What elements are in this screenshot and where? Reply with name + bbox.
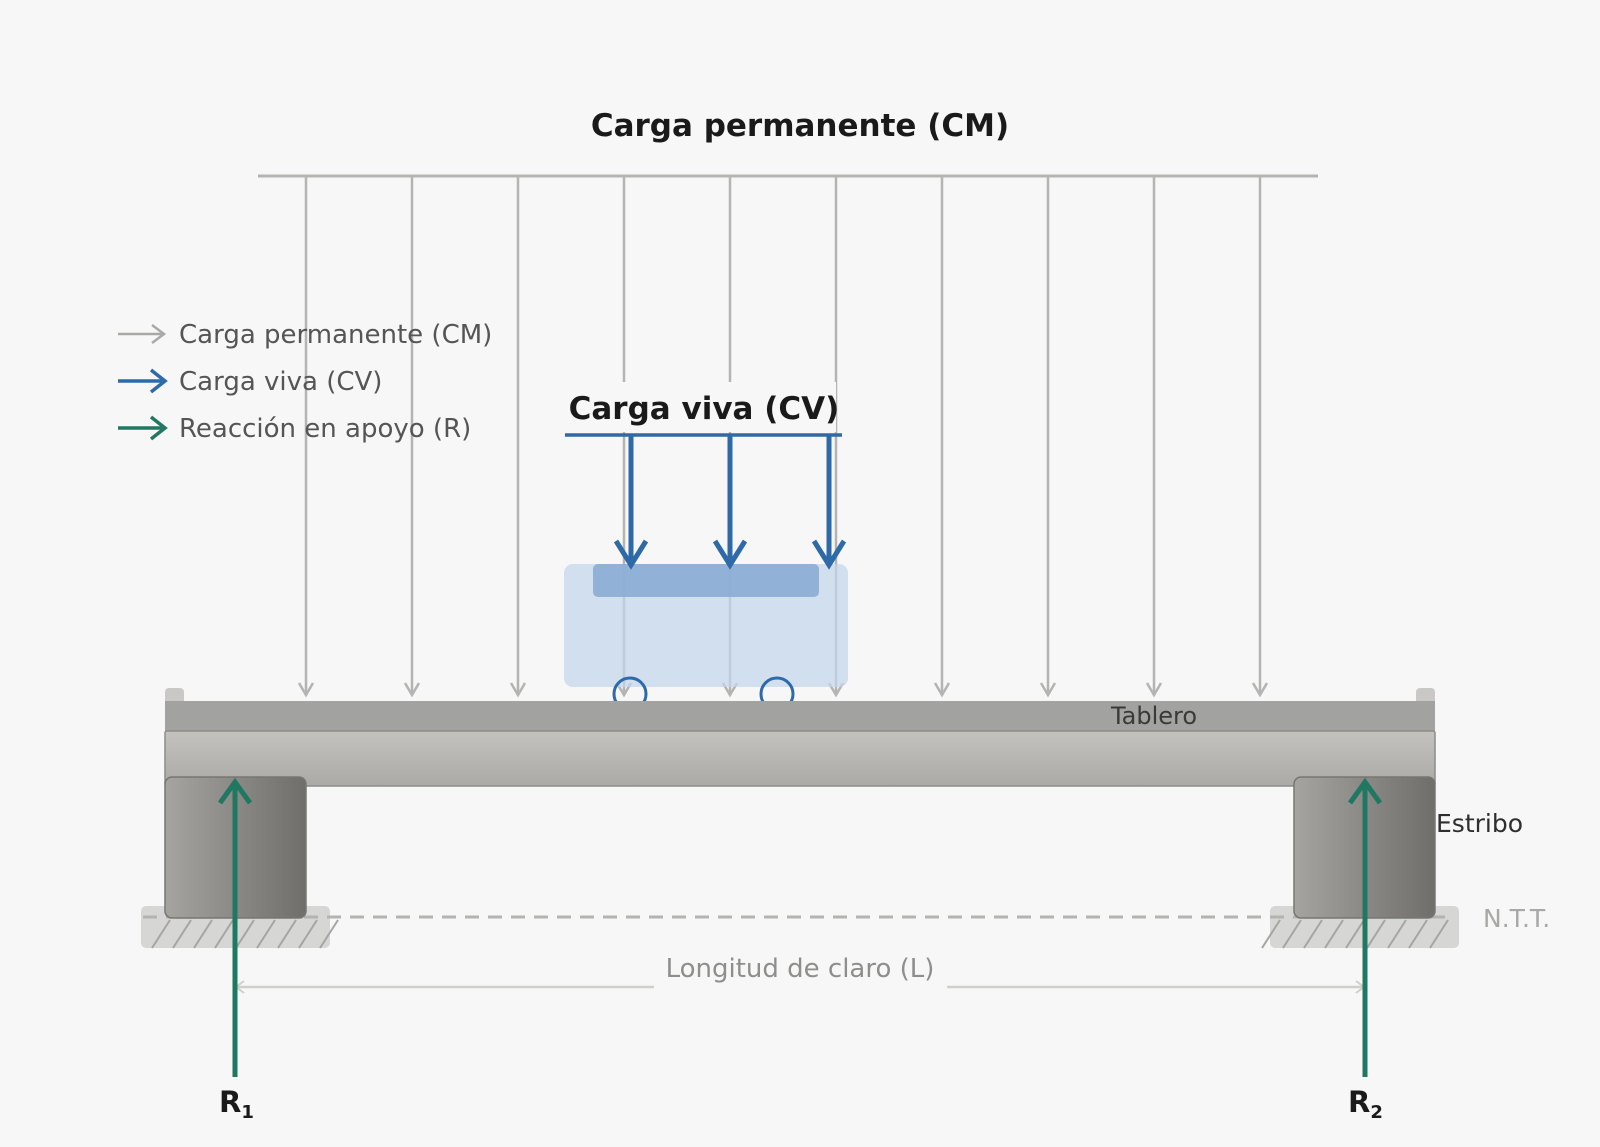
legend-dead-label: Carga permanente (CM) (179, 320, 492, 350)
reaction-r2-label: R2 (1348, 1085, 1383, 1123)
abutments: Estribo (164, 776, 1523, 919)
legend-reaction-arrow-icon (118, 415, 168, 441)
span-label: Longitud de claro (L) (666, 954, 935, 984)
live-load-vehicle (564, 564, 848, 712)
ground-hatch-left (151, 919, 339, 949)
live-load-arrow-1 (613, 435, 649, 570)
abutment-label: Estribo (1436, 809, 1523, 838)
bridge-deck: Tablero (164, 688, 1436, 787)
deck-label: Tablero (1110, 702, 1197, 730)
vehicle-top-plate (593, 564, 819, 597)
reactions: R1 R2 (217, 777, 1383, 1123)
reaction-r1-label: R1 (219, 1085, 254, 1123)
main-beam (164, 730, 1436, 787)
dead-load-title: Carga permanente (CM) (591, 108, 1009, 144)
ground-hatch-right (1261, 919, 1449, 949)
dead-load-arrow-7 (933, 176, 951, 698)
live-load-arrows (613, 435, 847, 570)
span-dimension: Longitud de claro (L) (234, 954, 1366, 994)
reaction-arrow-left-icon (217, 777, 253, 1077)
ground-level-label: N.T.T. (1483, 904, 1550, 933)
legend-dead-arrow-icon (118, 324, 167, 344)
deck-slab (165, 701, 1435, 734)
live-load-title: Carga viva (CV) (569, 391, 840, 427)
live-load-arrow-2 (712, 435, 748, 570)
legend-live-label: Carga viva (CV) (179, 367, 382, 397)
dead-load-arrow-1 (297, 176, 315, 698)
dead-load-arrow-2 (403, 176, 421, 698)
live-title-backdrop (580, 382, 836, 432)
dead-load-arrow-10 (1251, 176, 1269, 698)
live-load-group: Carga viva (CV) (565, 382, 847, 570)
live-load-arrow-3 (811, 435, 847, 570)
dead-load-arrow-3 (509, 176, 527, 698)
dead-load-arrow-8 (1039, 176, 1057, 698)
dead-load-arrow-9 (1145, 176, 1163, 698)
reaction-arrow-right-icon (1347, 777, 1383, 1077)
legend: Carga permanente (CM) Carga viva (CV) Re… (118, 320, 492, 444)
legend-live-arrow-icon (118, 368, 168, 394)
legend-reaction-label: Reacción en apoyo (R) (179, 414, 471, 444)
